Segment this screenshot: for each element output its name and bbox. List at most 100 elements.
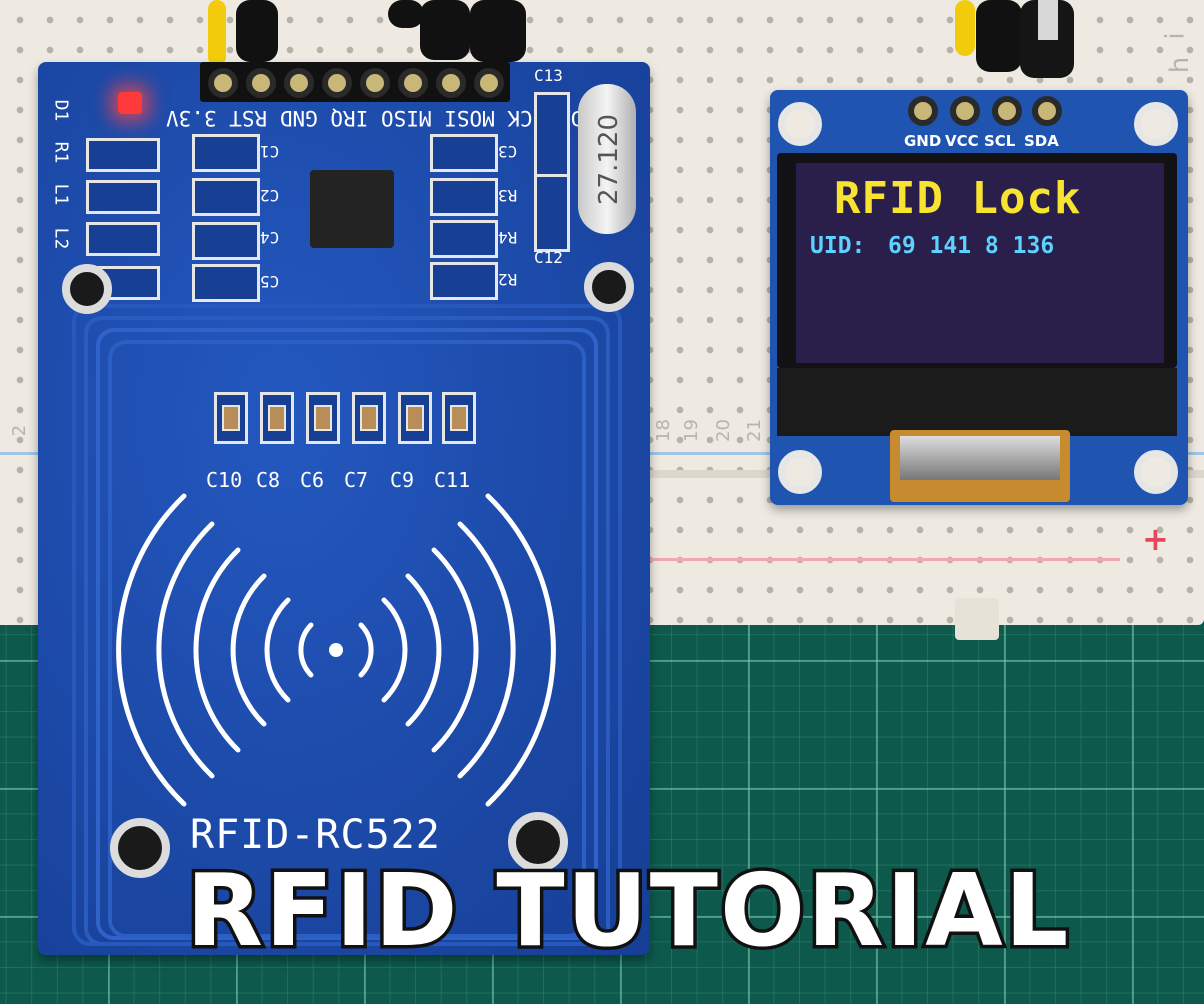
capacitor [222,405,240,431]
capacitor-pad [398,392,432,444]
mounting-hole [110,818,170,878]
component-pad [430,178,498,216]
oled-mounting-hole [778,450,822,494]
label-r1: R1 [50,141,72,164]
row-letter-h: h [1165,56,1196,74]
label-c10: C10 [206,468,243,492]
black-wire [236,0,278,62]
oled-mounting-hole [778,102,822,146]
oled-glass-edge [777,368,1177,436]
oled-pin [908,96,938,126]
yellow-wire [955,0,975,56]
capacitor [450,405,468,431]
label-c9: C9 [390,468,415,492]
header-pin [474,68,504,98]
label-c6: C6 [300,468,325,492]
component-pad [86,222,160,256]
breadboard-clip [955,598,999,640]
component-pad [430,134,498,172]
capacitor [268,405,286,431]
column-number-19: 19 [680,419,702,442]
component-pad [192,264,260,302]
component-pad [430,220,498,258]
mounting-hole [584,262,634,312]
header-pin [246,68,276,98]
capacitor [360,405,378,431]
crystal-oscillator: 27.120 [578,84,636,234]
capacitor-pad [214,392,248,444]
side-number: 2 [9,424,31,437]
label-l2: L2 [50,227,72,250]
component-pad [430,262,498,300]
oled-pin-label-scl: SCL [984,132,1016,150]
component-pad [86,138,160,172]
label-c4: C4 [260,228,280,247]
oled-pin [992,96,1022,126]
red-rail-line [650,558,1120,561]
tutorial-caption: RFID TUTORIAL [182,849,1071,973]
header-pin [284,68,314,98]
crystal-label: 27.120 [594,114,624,205]
label-r3: R3 [498,186,518,205]
component-pad [192,178,260,216]
oled-pin-label-vcc: VCC [945,132,979,150]
label-c13: C13 [534,66,563,85]
mounting-hole [508,812,568,872]
oled-uid-label: UID: [810,233,866,259]
oled-screen-title: RFID Lock [834,173,1082,224]
black-wire [976,0,1022,72]
capacitor [406,405,424,431]
rail-plus-symbol: + [1142,520,1169,558]
column-number-18: 18 [652,419,674,442]
label-r4: R4 [498,228,518,247]
rfid-module-title: RFID-RC522 [190,812,441,858]
header-pin [398,68,428,98]
oled-driver-chip [900,436,1060,480]
capacitor-pad [352,392,386,444]
black-wire [420,0,470,60]
header-pin [436,68,466,98]
rfid-module: SDA SCK MOSI MISO IRQ GND RST 3.3V D1 R1… [38,62,650,955]
label-l1: L1 [50,183,72,206]
white-wire [1038,0,1058,40]
oled-mounting-hole [1134,450,1178,494]
black-wire [470,0,526,62]
component-pad [86,180,160,214]
header-pin [360,68,390,98]
oled-pin-label-gnd: GND [904,132,942,150]
row-letter-i: i [1160,32,1191,40]
label-r2: R2 [498,270,518,289]
oled-mounting-hole [1134,102,1178,146]
oled-pin [1032,96,1062,126]
label-c1: C1 [260,142,280,161]
capacitor-pad [260,392,294,444]
header-pin [322,68,352,98]
mounting-hole [62,264,112,314]
column-number-20: 20 [712,419,734,442]
label-c3: C3 [498,142,518,161]
rfid-wave-icon [116,493,556,807]
label-c7: C7 [344,468,369,492]
power-led [118,92,142,114]
pin-labels: SDA SCK MOSI MISO IRQ GND RST 3.3V [166,106,596,130]
mfrc522-chip [310,170,394,248]
capacitor [314,405,332,431]
yellow-wire [208,0,226,66]
oled-pin-label-sda: SDA [1024,132,1059,150]
component-pad [192,134,260,172]
antenna-trace [108,340,586,938]
label-c8: C8 [256,468,281,492]
label-c11: C11 [434,468,471,492]
antenna-trace [96,328,598,940]
oled-display: RFID Lock UID: 69 141 8 136 [796,163,1164,363]
column-number-21: 21 [743,419,765,442]
antenna-trace [72,304,622,946]
component-pad [534,92,570,184]
capacitor-pad [442,392,476,444]
oled-uid-value: 69 141 8 136 [888,233,1055,259]
oled-pin [950,96,980,126]
label-c5: C5 [260,272,280,291]
label-c12: C12 [534,248,563,267]
component-pad [534,174,570,252]
label-d1: D1 [50,99,72,122]
